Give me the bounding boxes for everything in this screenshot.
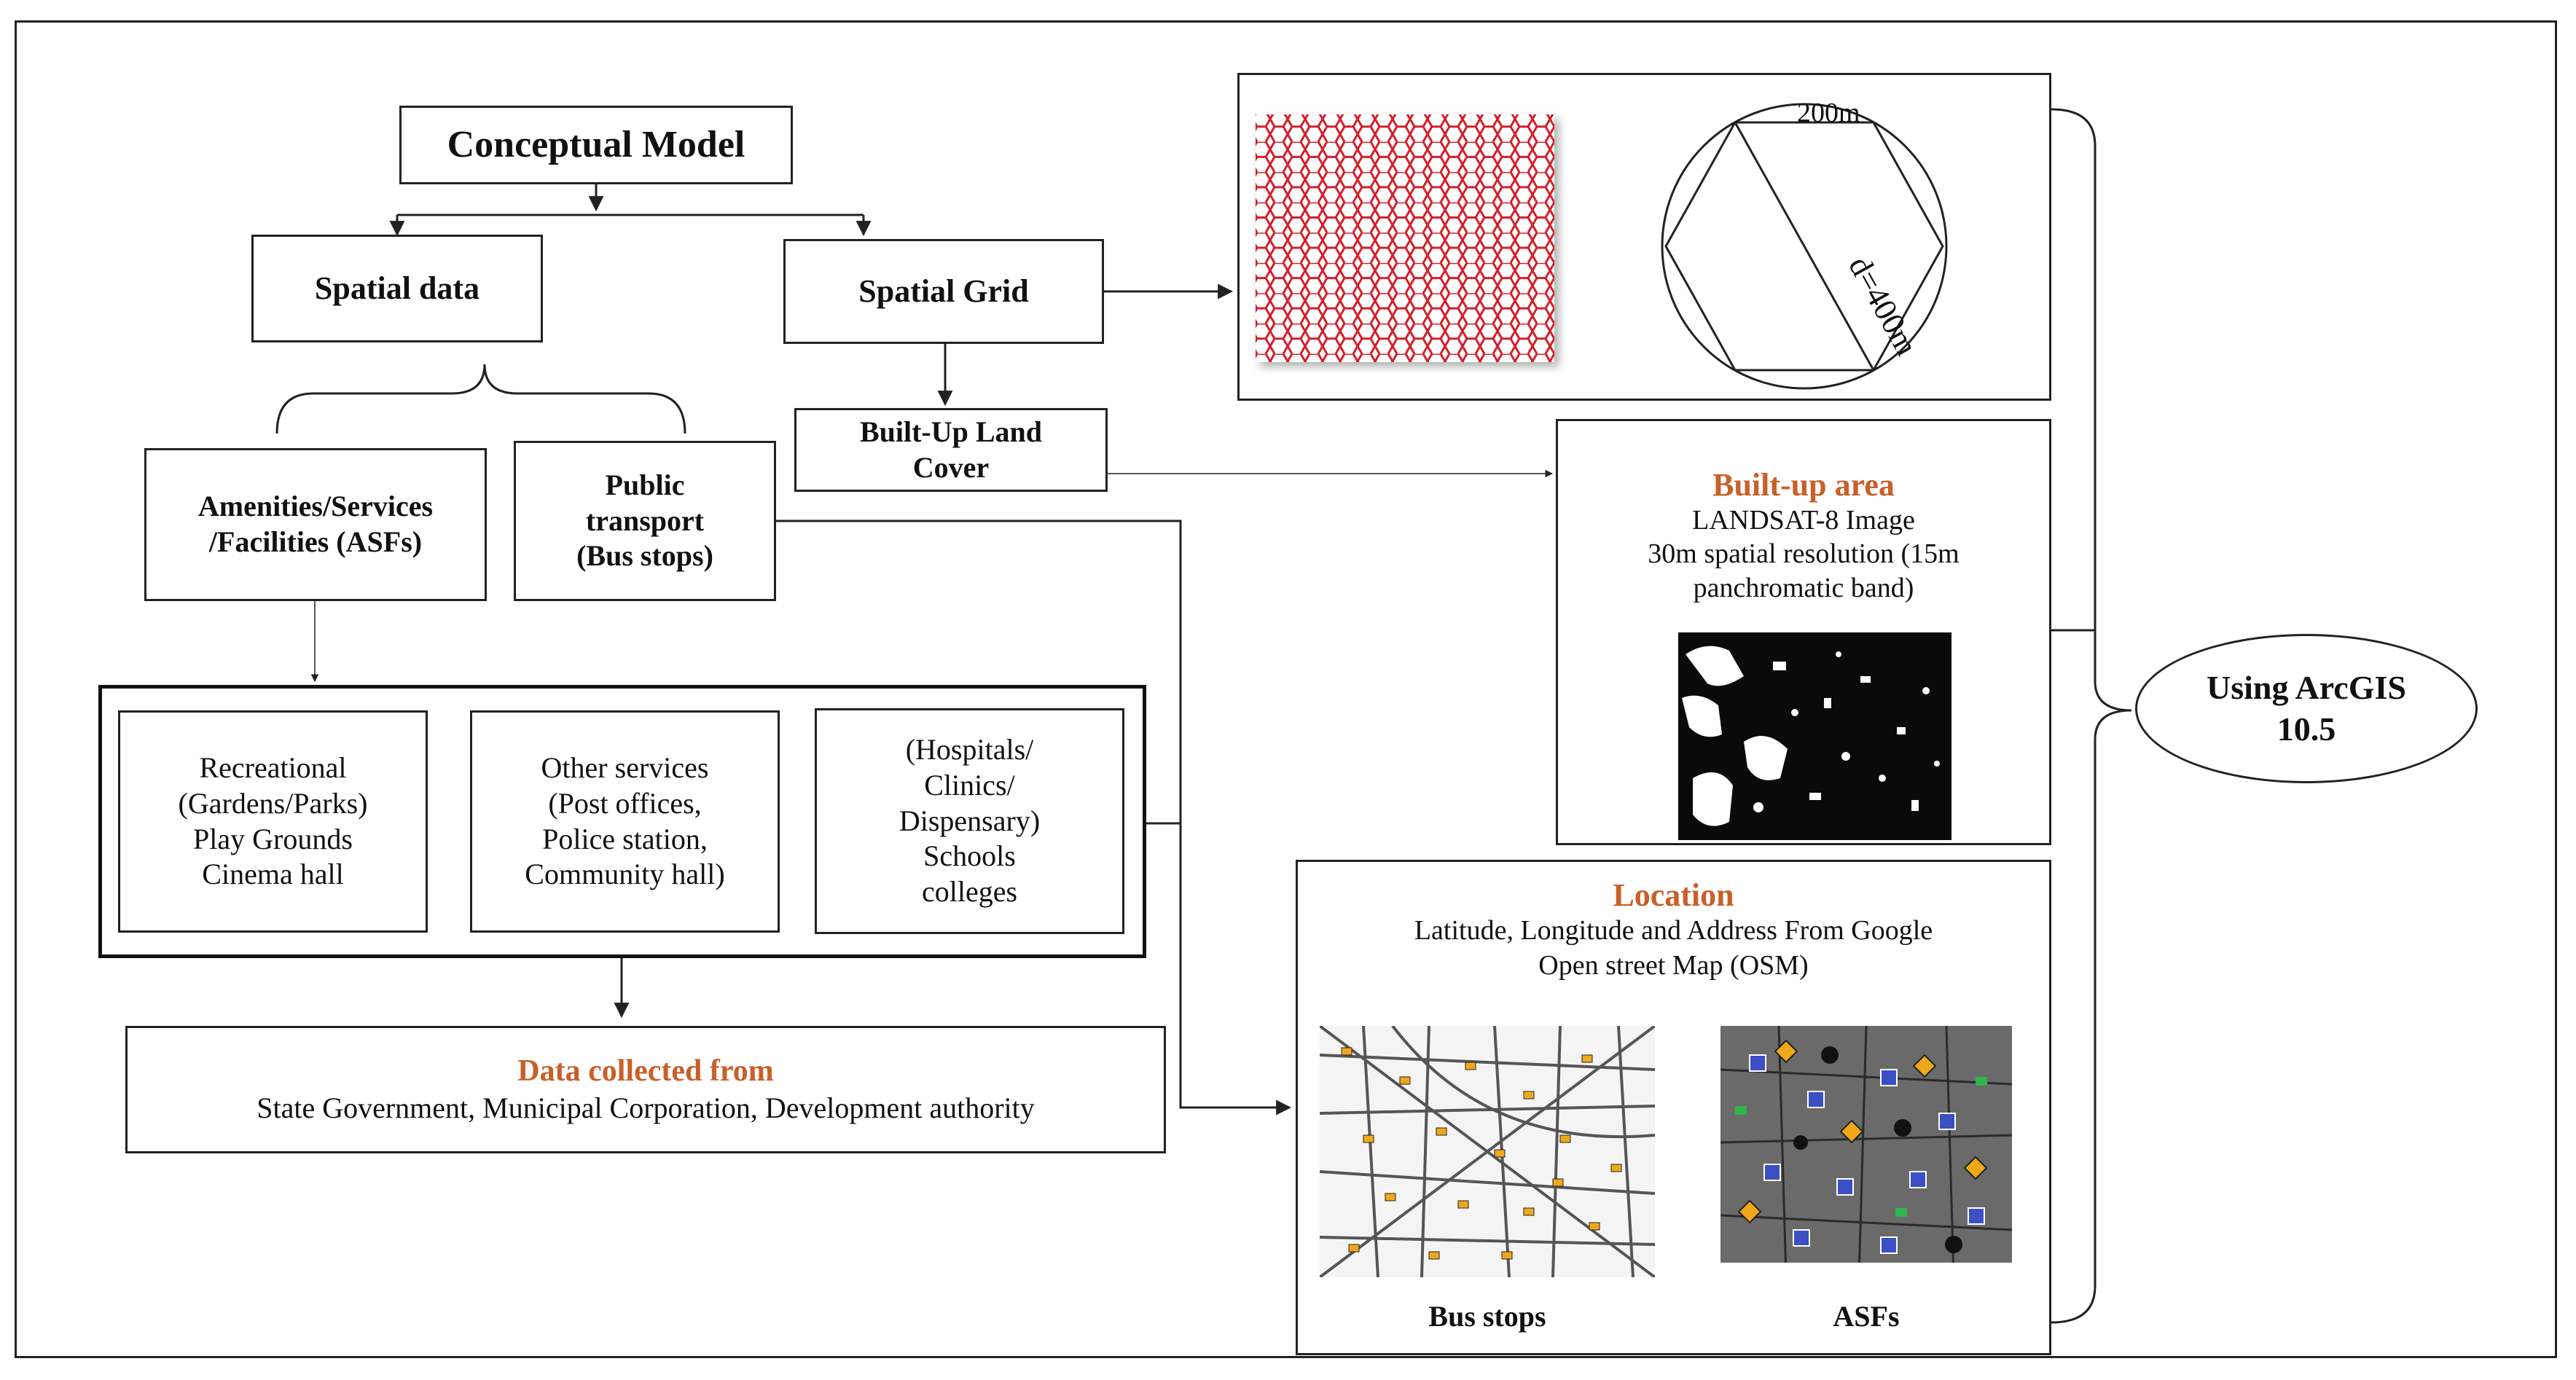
other-services-box: Other services (Post offices, Police sta… bbox=[470, 710, 780, 933]
bus-stops-map bbox=[1320, 1026, 1655, 1277]
built-up-area-line-3: panchromatic band) bbox=[1693, 572, 1914, 603]
other-services-line-2: (Post offices, bbox=[548, 786, 702, 820]
hex-grid-box: 200m d=400m bbox=[1237, 73, 2051, 401]
location-heading: Location bbox=[1613, 877, 1734, 913]
spatial-grid-box: Spatial Grid bbox=[783, 239, 1104, 344]
brace-spatial-data bbox=[275, 364, 686, 434]
figure-frame bbox=[15, 20, 2557, 1358]
brace-right bbox=[2051, 108, 2132, 1324]
spatial-data-label: Spatial data bbox=[314, 270, 480, 307]
built-up-land-cover-line-1: Built-Up Land bbox=[859, 415, 1043, 448]
arcgis-ellipse: Using ArcGIS 10.5 bbox=[2135, 634, 2478, 783]
spatial-data-box: Spatial data bbox=[251, 235, 543, 342]
health-education-line-2: Clinics/ bbox=[924, 768, 1015, 801]
recreational-box: Recreational (Gardens/Parks) Play Ground… bbox=[118, 710, 428, 933]
recreational-line-2: (Gardens/Parks) bbox=[178, 786, 368, 820]
other-services-line-1: Other services bbox=[541, 750, 709, 784]
public-transport-line-2: transport bbox=[585, 503, 705, 537]
built-up-area-line-2: 30m spatial resolution (15m bbox=[1648, 538, 1960, 570]
health-education-line-4: Schools bbox=[923, 839, 1016, 873]
hex-grid-image bbox=[1256, 114, 1554, 362]
public-transport-box: Public transport (Bus stops) bbox=[514, 441, 776, 601]
recreational-line-1: Recreational bbox=[199, 750, 347, 784]
asfs-map bbox=[1720, 1026, 2012, 1277]
built-up-area-box: Built-up area LANDSAT-8 Image 30m spatia… bbox=[1556, 419, 2051, 845]
health-education-line-5: colleges bbox=[921, 875, 1018, 909]
recreational-line-4: Cinema hall bbox=[202, 858, 344, 891]
landsat-image bbox=[1678, 632, 1951, 840]
built-up-land-cover-line-2: Cover bbox=[912, 450, 990, 484]
data-collected-sources: State Government, Municipal Corporation,… bbox=[257, 1091, 1035, 1124]
categories-container bbox=[98, 685, 1146, 958]
arcgis-line-2: 10.5 bbox=[2276, 710, 2336, 748]
asfs-box: Amenities/Services /Facilities (ASFs) bbox=[144, 448, 487, 601]
health-education-line-3: Dispensary) bbox=[899, 804, 1041, 837]
public-transport-line-3: (Bus stops) bbox=[576, 539, 713, 573]
arrow-transport-to-location bbox=[776, 520, 1292, 1116]
conceptual-model-label: Conceptual Model bbox=[447, 124, 745, 166]
other-services-line-3: Police station, bbox=[542, 822, 708, 855]
arcgis-line-1: Using ArcGIS bbox=[2207, 669, 2406, 707]
data-collected-box: Data collected from State Government, Mu… bbox=[125, 1026, 1166, 1153]
other-services-line-4: Community hall) bbox=[525, 858, 725, 891]
location-line-1: Latitude, Longitude and Address From Goo… bbox=[1414, 915, 1933, 946]
built-up-area-line-1: LANDSAT-8 Image bbox=[1692, 505, 1915, 536]
bus-stops-label: Bus stops bbox=[1428, 1300, 1546, 1333]
asfs-line-2: /Facilities (ASFs) bbox=[208, 525, 423, 558]
public-transport-line-1: Public bbox=[605, 468, 685, 501]
built-up-area-heading: Built-up area bbox=[1712, 467, 1895, 503]
health-education-box: (Hospitals/ Clinics/ Dispensary) Schools… bbox=[815, 708, 1124, 934]
conceptual-model-box: Conceptual Model bbox=[399, 106, 793, 184]
asfs-line-1: Amenities/Services bbox=[197, 490, 434, 523]
location-line-2: Open street Map (OSM) bbox=[1538, 949, 1809, 981]
recreational-line-3: Play Grounds bbox=[193, 822, 353, 855]
spatial-grid-label: Spatial Grid bbox=[858, 273, 1029, 310]
location-box: Location Latitude, Longitude and Address… bbox=[1296, 860, 2051, 1355]
side-length-label: 200m bbox=[1797, 98, 1860, 128]
hexagon-circle-diagram bbox=[1661, 103, 1948, 390]
data-collected-heading: Data collected from bbox=[517, 1054, 774, 1089]
health-education-line-1: (Hospitals/ bbox=[905, 733, 1034, 766]
asfs-map-label: ASFs bbox=[1833, 1300, 1900, 1333]
built-up-land-cover-box: Built-Up Land Cover bbox=[794, 408, 1108, 492]
